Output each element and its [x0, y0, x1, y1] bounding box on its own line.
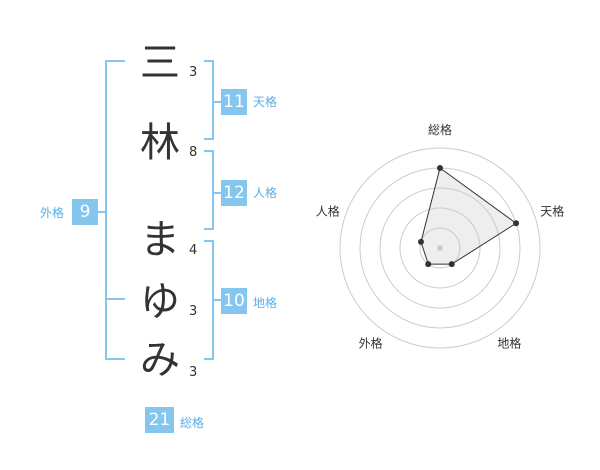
radar-ring [419, 227, 461, 269]
radar-center [437, 245, 443, 251]
radar-axis-label-3: 地格 [497, 335, 521, 350]
tenkaku-label: 天格 [253, 95, 278, 109]
stroke-count-1: 3 [189, 65, 198, 80]
stroke-count-4: 3 [189, 304, 198, 319]
jinkaku-badge: 12 [221, 180, 247, 206]
chikaku-badge: 10 [221, 288, 247, 314]
radar-axis-label-1: 総格 [428, 122, 452, 137]
radar-ring [379, 187, 501, 309]
name-char-3: ま [140, 217, 180, 263]
radar-point-1 [437, 165, 443, 171]
radar-point-4 [425, 261, 432, 268]
gaikaku-badge: 9 [72, 199, 98, 225]
stroke-count-5: 3 [189, 365, 198, 380]
radar-polygon [420, 167, 517, 265]
soukaku-label: 総格 [180, 416, 205, 430]
radar-point-3 [448, 261, 455, 268]
name-char-4: ゆ [140, 279, 180, 325]
radar-point-5 [417, 238, 424, 245]
jinkaku-label: 人格 [253, 186, 278, 200]
soukaku-badge: 21 [145, 407, 174, 433]
radar-axis-label-2: 天格 [540, 204, 564, 219]
stroke-count-3: 4 [189, 243, 198, 258]
name-char-2: 林 [140, 120, 180, 166]
radar-ring [399, 207, 481, 289]
gaikaku-label: 外格 [40, 206, 65, 220]
stroke-count-2: 8 [189, 145, 198, 160]
radar-axis-label-4: 外格 [359, 335, 383, 350]
name-char-1: 三 [140, 40, 180, 86]
radar-axis-label-5: 人格 [316, 204, 340, 219]
tenkaku-badge: 11 [221, 89, 247, 115]
chikaku-label: 地格 [253, 296, 278, 310]
name-char-5: み [140, 337, 180, 383]
radar-ring [339, 147, 541, 349]
radar-point-2 [513, 220, 520, 227]
